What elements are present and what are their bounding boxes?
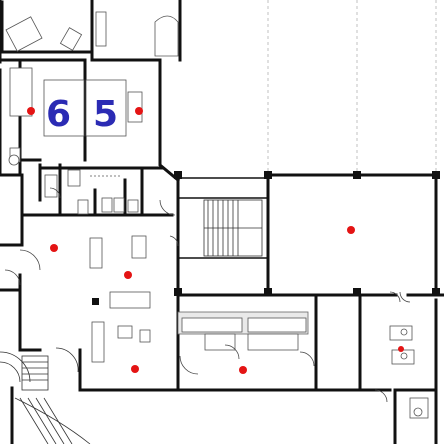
room-number-5: 5 [93, 94, 118, 135]
background-guides [267, 0, 437, 175]
room-number-6: 6 [46, 94, 71, 135]
room-marker [398, 346, 404, 352]
room-marker [239, 366, 247, 374]
room-marker [27, 107, 35, 115]
room-marker [124, 271, 132, 279]
room-marker [135, 107, 143, 115]
columns [92, 171, 440, 305]
doors [4, 187, 411, 403]
central-staircase [203, 199, 263, 257]
lower-left-staircase [0, 347, 91, 444]
furniture [5, 11, 429, 419]
room-marker [347, 226, 355, 234]
room-marker [50, 244, 58, 252]
room-marker [131, 365, 139, 373]
room-markers [27, 107, 404, 374]
